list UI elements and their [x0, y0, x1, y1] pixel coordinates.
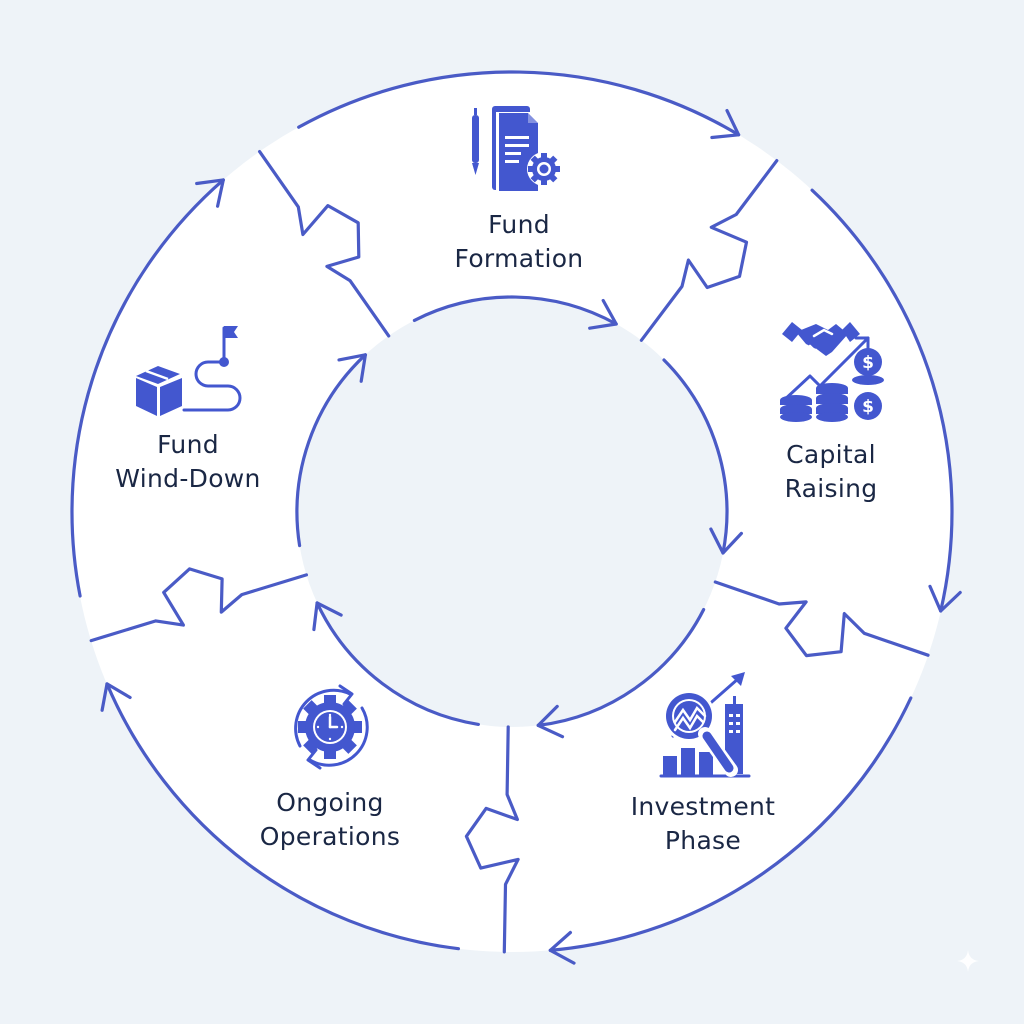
- svg-text:$: $: [862, 353, 874, 373]
- stage-label: Investment Phase: [593, 790, 813, 858]
- handshake-coins-growth-icon: $ $: [780, 322, 884, 422]
- segment-outer-arc: [810, 188, 954, 613]
- stage-label: Fund Formation: [409, 208, 629, 276]
- box-path-flag-icon: [136, 326, 242, 416]
- outer-arrowhead: [710, 108, 741, 140]
- documents-pen-gear-icon: [472, 106, 561, 192]
- segment-inner-arc: [536, 608, 706, 727]
- segment-divider-arrow: [639, 159, 779, 342]
- stage-ongoing-operations: Ongoing Operations: [220, 676, 440, 854]
- svg-text:$: $: [862, 397, 874, 417]
- segment-divider-arrow: [713, 580, 930, 658]
- magnifier-chart-building-icon: [659, 672, 751, 778]
- stage-capital-raising: $ $ Capital Raising: [721, 316, 941, 506]
- segment-divider-arrow: [89, 567, 308, 643]
- stage-investment-phase: Investment Phase: [593, 672, 813, 858]
- stage-label-line2: Formation: [454, 244, 584, 273]
- segment-inner-arc: [315, 601, 480, 726]
- segment-outer-arc: [105, 682, 460, 951]
- outer-arrowhead: [548, 930, 576, 965]
- inner-arrowhead: [536, 704, 565, 739]
- inner-arrowhead: [588, 298, 618, 330]
- segment-divider-arrow: [464, 725, 520, 954]
- stage-fund-wind-down: Fund Wind-Down: [78, 318, 298, 496]
- stage-label-line1: Investment: [630, 792, 776, 821]
- stage-label-line1: Fund: [157, 430, 219, 459]
- inner-arrowhead: [312, 601, 343, 632]
- stage-label: Capital Raising: [721, 438, 941, 506]
- stage-label-line1: Ongoing: [276, 788, 384, 817]
- segment-inner-arc: [412, 295, 618, 326]
- stage-label: Ongoing Operations: [220, 786, 440, 854]
- gear-clock-cycle-icon: [294, 684, 369, 770]
- stage-label-line2: Phase: [664, 826, 742, 855]
- stage-label-line2: Operations: [259, 822, 401, 851]
- inner-arrowhead: [337, 353, 367, 383]
- segment-outer-arc: [70, 178, 225, 598]
- outer-arrowhead: [100, 682, 132, 712]
- outer-arrowhead: [928, 584, 962, 613]
- stage-label-line2: Raising: [784, 474, 878, 503]
- segment-inner-arc: [662, 358, 729, 555]
- segment-divider-arrow: [258, 150, 391, 338]
- outer-arrowhead: [195, 178, 225, 208]
- segment-outer-arc: [548, 696, 913, 952]
- sparkle-icon: [957, 950, 979, 972]
- stage-label-line2: Wind-Down: [115, 464, 261, 493]
- inner-arrowhead: [709, 527, 744, 555]
- flow-arrows: [89, 108, 962, 965]
- stage-label-line1: Fund: [488, 210, 550, 239]
- stage-label: Fund Wind-Down: [78, 428, 298, 496]
- segment-outer-arc: [297, 70, 741, 137]
- stage-label-line1: Capital: [786, 440, 876, 469]
- stage-fund-formation: Fund Formation: [409, 103, 629, 276]
- segment-inner-arc: [295, 353, 367, 548]
